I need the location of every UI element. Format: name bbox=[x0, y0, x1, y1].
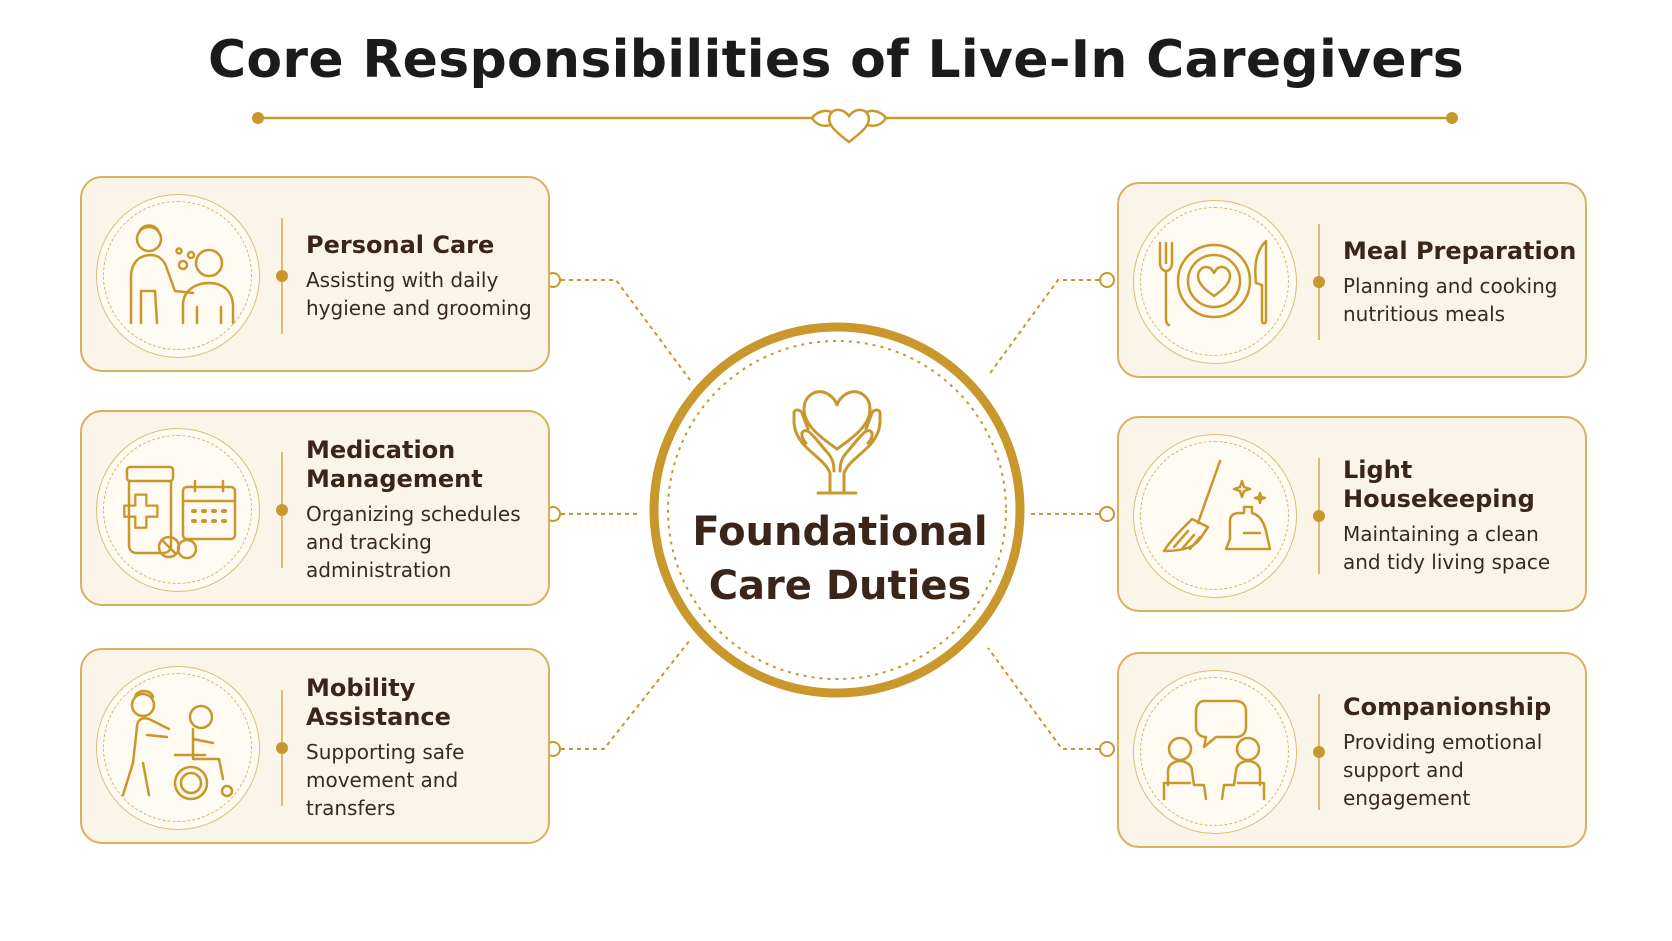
wheelchair-assist-icon bbox=[121, 689, 234, 801]
card-medication-management: Medication Management Organizing schedul… bbox=[80, 410, 550, 606]
page-title: Core Responsibilities of Live-In Caregiv… bbox=[207, 30, 1465, 90]
icon-disc bbox=[1133, 200, 1297, 364]
card-title: Light Housekeeping bbox=[1343, 456, 1535, 513]
card-divider-dot bbox=[276, 270, 288, 282]
card-description: Assisting with daily hygiene and groomin… bbox=[306, 267, 532, 320]
title-divider bbox=[252, 108, 1458, 144]
plate-fork-knife-icon bbox=[1158, 239, 1268, 327]
heart-in-hands-icon bbox=[792, 390, 882, 495]
icon-disc bbox=[96, 194, 260, 358]
card-description: Planning and cooking nutritious meals bbox=[1343, 273, 1558, 326]
card-meal-preparation: Meal Preparation Planning and cooking nu… bbox=[1117, 182, 1587, 378]
card-mobility-assistance: Mobility Assistance Supporting safe move… bbox=[80, 648, 550, 844]
connector-port-light-housekeeping bbox=[1099, 506, 1115, 522]
dashed-connectors bbox=[561, 279, 1107, 750]
card-description: Organizing schedules and tracking admini… bbox=[306, 502, 521, 582]
card-companionship: Companionship Providing emotional suppor… bbox=[1117, 652, 1587, 848]
icon-disc bbox=[96, 428, 260, 592]
card-divider-dot bbox=[1313, 276, 1325, 288]
center-label-line-2: Care Duties bbox=[708, 563, 972, 609]
card-divider-dot bbox=[276, 504, 288, 516]
card-description: Maintaining a clean and tidy living spac… bbox=[1343, 522, 1551, 574]
card-personal-care: Personal Care Assisting with daily hygie… bbox=[80, 176, 550, 372]
card-light-housekeeping: Light Housekeeping Maintaining a clean a… bbox=[1117, 416, 1587, 612]
pill-bottle-calendar-icon bbox=[123, 465, 237, 560]
card-description: Providing emotional support and engageme… bbox=[1343, 729, 1543, 810]
card-title: Personal Care bbox=[306, 230, 495, 259]
icon-disc bbox=[1133, 670, 1297, 834]
broom-dustpan-icon bbox=[1162, 459, 1272, 553]
card-divider-dot bbox=[1313, 510, 1325, 522]
card-description: Supporting safe movement and transfers bbox=[306, 740, 465, 820]
card-title: Mobility Assistance bbox=[306, 674, 451, 731]
connector-port-meal-preparation bbox=[1099, 272, 1115, 288]
card-title: Medication Management bbox=[306, 436, 483, 493]
center-label-line-1: Foundational bbox=[692, 509, 988, 555]
center-ring bbox=[649, 322, 1025, 698]
connector-port-companionship bbox=[1099, 741, 1115, 757]
icon-disc bbox=[96, 666, 260, 830]
card-title: Meal Preparation bbox=[1343, 236, 1577, 265]
card-divider-dot bbox=[276, 742, 288, 754]
card-divider-dot bbox=[1313, 746, 1325, 758]
caregiver-assisting-person-icon bbox=[129, 224, 235, 325]
two-people-conversation-icon bbox=[1162, 699, 1266, 801]
center-label: Foundational Care Duties bbox=[670, 505, 1010, 613]
icon-disc bbox=[1133, 434, 1297, 598]
card-title: Companionship bbox=[1343, 692, 1552, 721]
